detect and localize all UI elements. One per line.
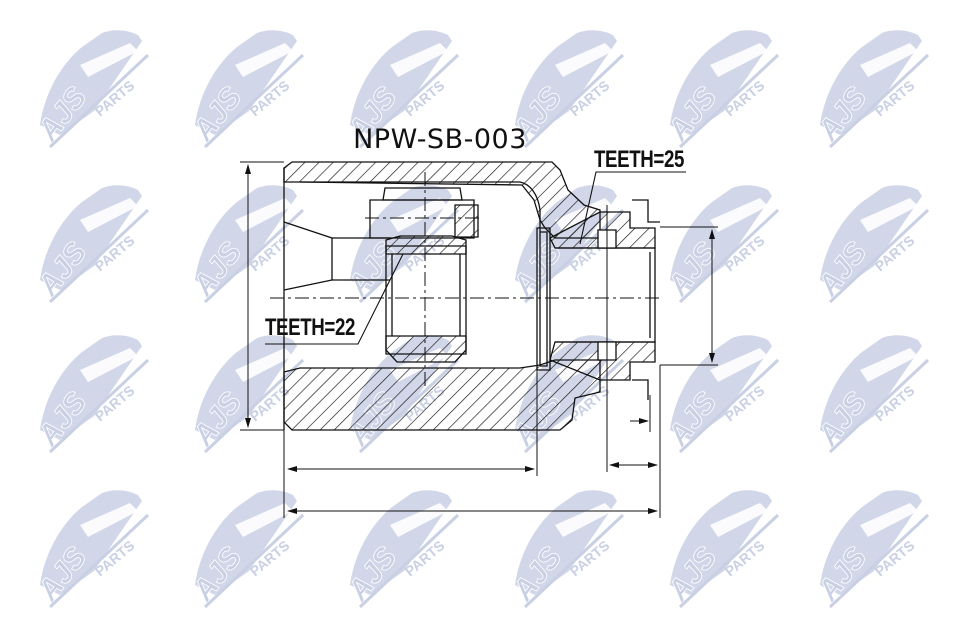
part-number-title: NPW-SB-003 bbox=[353, 124, 527, 155]
teeth-outer-label: TEETH=25 bbox=[594, 146, 685, 173]
teeth-inner-label: TEETH=22 bbox=[265, 314, 356, 341]
